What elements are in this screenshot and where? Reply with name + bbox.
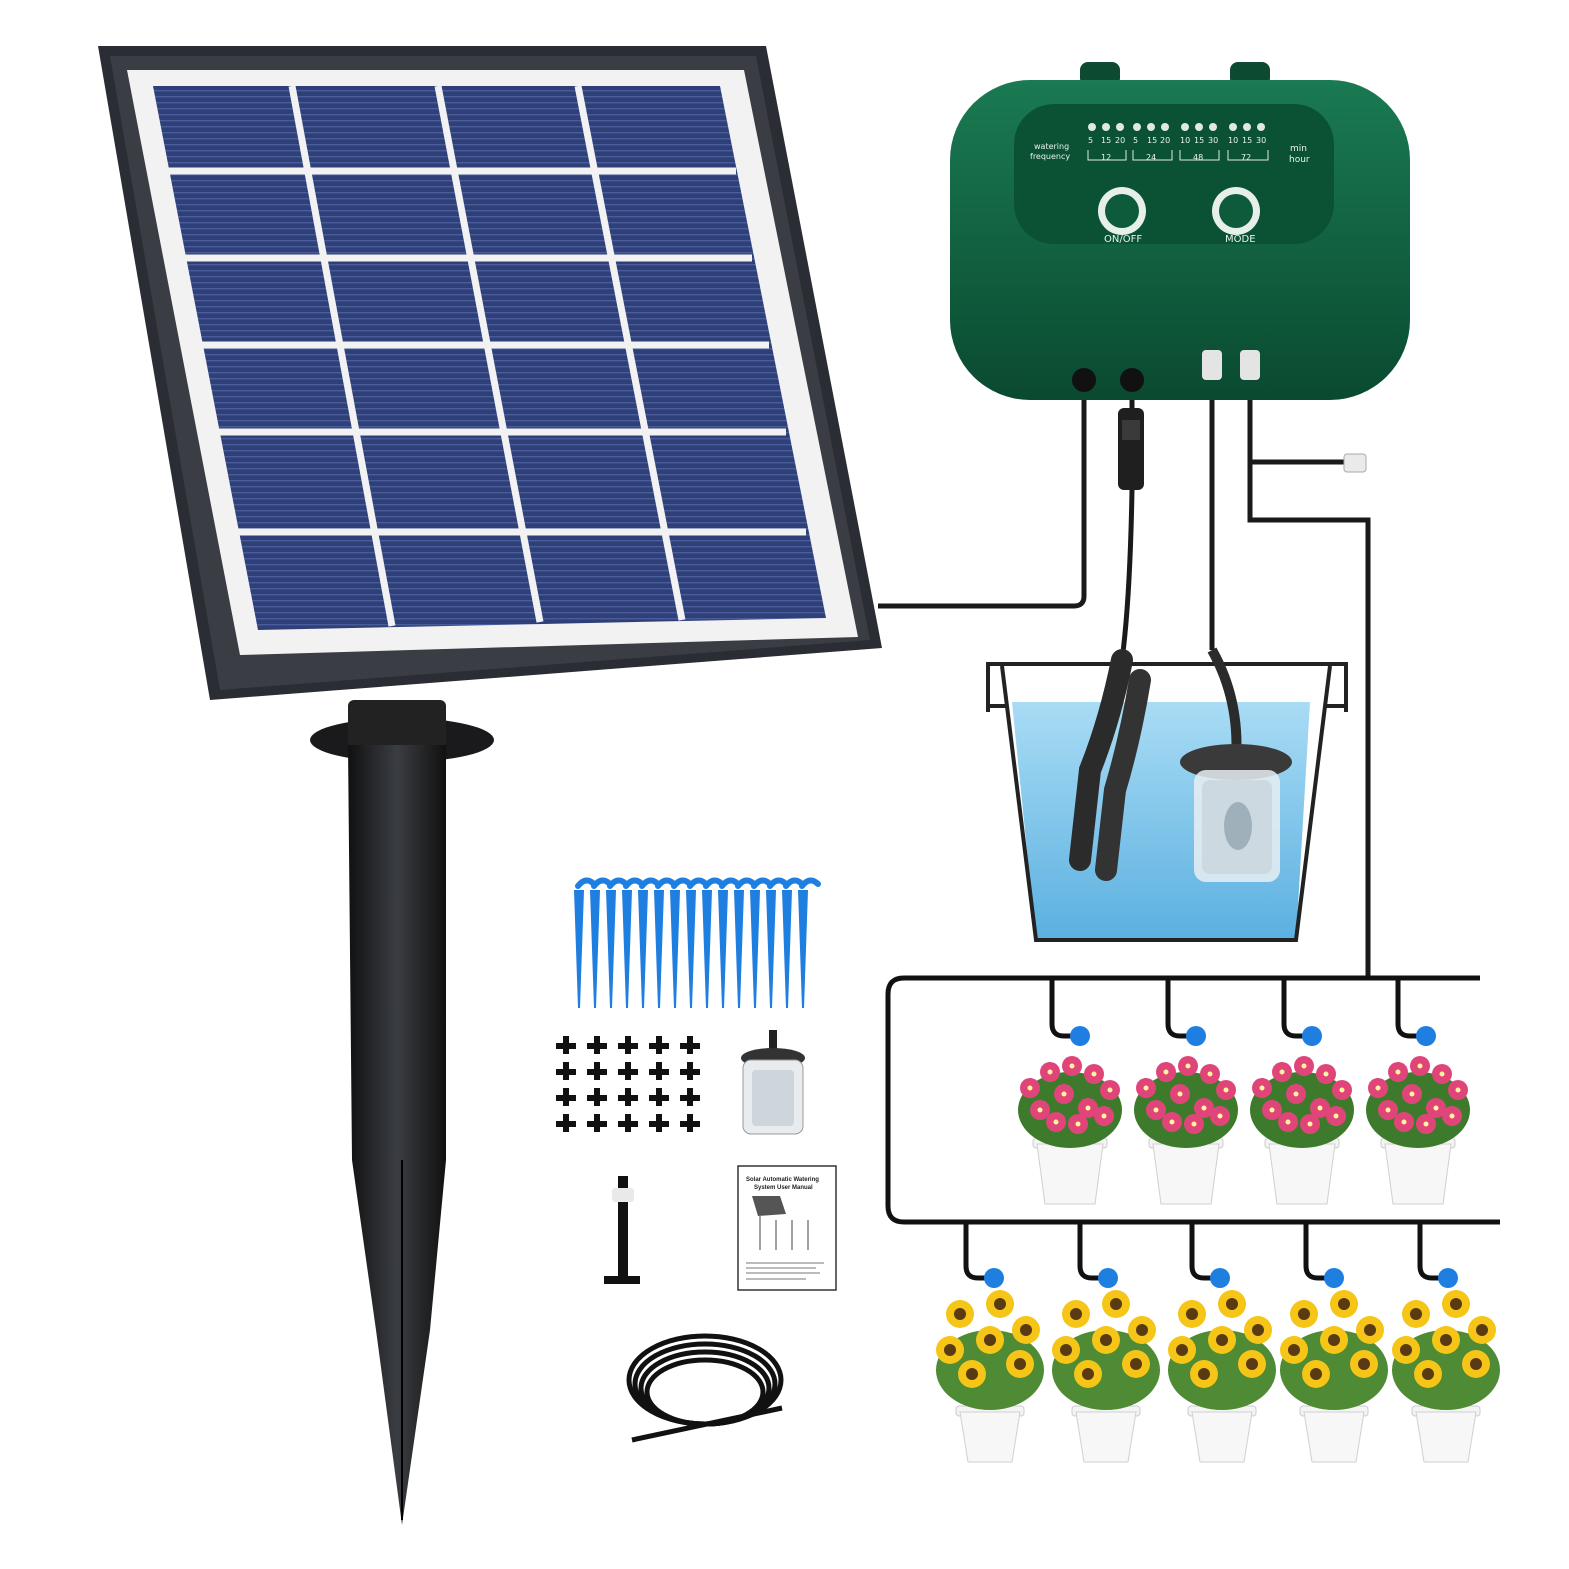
drip-stake [718,877,741,1008]
tee-connector [680,1114,700,1132]
drip-stake [686,877,709,1008]
water-bucket-icon [986,647,1348,942]
drip-stake [590,877,613,1008]
flower-pot-icon [1366,1056,1470,1205]
tee-connector [556,1062,576,1080]
svg-text:10: 10 [1180,136,1190,145]
flower-pot-icon [1018,1056,1122,1205]
drip-stake [622,877,645,1008]
onoff-button[interactable] [1098,187,1146,235]
drip-stake [670,877,693,1008]
svg-text:30: 30 [1256,136,1266,145]
outlet-port-1 [1202,350,1222,380]
tee-connector [649,1036,669,1054]
unit-hour: hour [1289,155,1310,165]
drip-stake [702,877,725,1008]
svg-text:10: 10 [1228,136,1238,145]
tee-connector [680,1088,700,1106]
drip-stake [750,877,773,1008]
ground-stake-icon [310,700,494,1525]
frequency-dial-leds [1088,123,1265,131]
onoff-button-label: ON/OFF [1104,234,1142,245]
tee-connector [556,1114,576,1132]
svg-text:20: 20 [1160,136,1170,145]
drip-stakes-installed [984,1026,1458,1288]
manual-title-line2: System User Manual [754,1185,813,1191]
tee-connector [618,1036,638,1054]
water-pump-icon [1180,744,1292,882]
outlet-port-2 [1240,350,1260,380]
tee-connector-icon [556,1036,700,1132]
manual-title-line1: Solar Automatic Watering [746,1177,819,1183]
flower-pot-icon [936,1290,1044,1463]
filter-icon [741,1030,805,1135]
hour-group-12: 12 [1101,153,1111,162]
tee-connector [556,1036,576,1054]
frequency-label: frequency [1030,152,1070,161]
petunia-pots [1018,1056,1470,1205]
drip-stake [606,877,629,1008]
minute-ticks: 5 15 20 5 15 20 10 15 30 10 15 30 [1088,136,1266,145]
tee-connector [587,1088,607,1106]
pump-port [1120,368,1144,392]
hour-group-48: 48 [1193,153,1203,162]
controller-box-icon: watering frequency 5 15 20 5 15 20 10 15… [950,62,1410,400]
svg-text:15: 15 [1242,136,1252,145]
drip-stake [654,877,677,1008]
tubing-coil-icon [626,1333,784,1443]
sunflower-pots [936,1290,1500,1463]
drip-stake [782,877,805,1008]
unit-min: min [1290,144,1307,154]
power-cable [878,376,1371,978]
tee-connector [649,1088,669,1106]
svg-text:5: 5 [1133,136,1138,145]
svg-text:15: 15 [1194,136,1204,145]
flower-pot-icon [1250,1056,1354,1205]
drip-line [885,975,1500,1281]
watering-label: watering [1034,142,1069,151]
tee-connector [587,1036,607,1054]
pump-connector [1118,408,1144,490]
svg-text:20: 20 [1115,136,1125,145]
solar-cell-grid [153,85,826,630]
svg-text:5: 5 [1088,136,1093,145]
drip-stake [766,877,789,1008]
tee-connector [680,1062,700,1080]
tee-connector [680,1036,700,1054]
hour-group-24: 24 [1146,153,1156,162]
tee-connector [649,1114,669,1132]
flower-pot-icon [1280,1290,1388,1463]
flower-pot-icon [1134,1056,1238,1205]
flower-pot-icon [1392,1290,1500,1463]
svg-text:30: 30 [1208,136,1218,145]
tee-connector [587,1114,607,1132]
mode-button[interactable] [1212,187,1260,235]
hour-group-72: 72 [1241,153,1251,162]
tee-connector [618,1062,638,1080]
drip-stake [798,877,821,1008]
flower-pot-icon [1052,1290,1160,1463]
tee-connector [618,1088,638,1106]
drip-stake [638,877,661,1008]
drip-stake [574,877,597,1008]
power-port [1072,368,1096,392]
tee-connector [649,1062,669,1080]
svg-text:15: 15 [1147,136,1157,145]
solar-panel-icon [98,46,882,700]
mode-button-label: MODE [1225,234,1256,245]
drip-stake-icon [574,877,821,1008]
tee-connector-icon [1343,453,1367,473]
tee-connector [618,1114,638,1132]
hose-holder-icon [604,1176,640,1284]
tee-connector [587,1062,607,1080]
drip-stake [734,877,757,1008]
user-manual-icon: Solar Automatic Watering System User Man… [737,1165,837,1291]
flower-pot-icon [1168,1290,1276,1463]
tee-connector [556,1088,576,1106]
svg-text:15: 15 [1101,136,1111,145]
